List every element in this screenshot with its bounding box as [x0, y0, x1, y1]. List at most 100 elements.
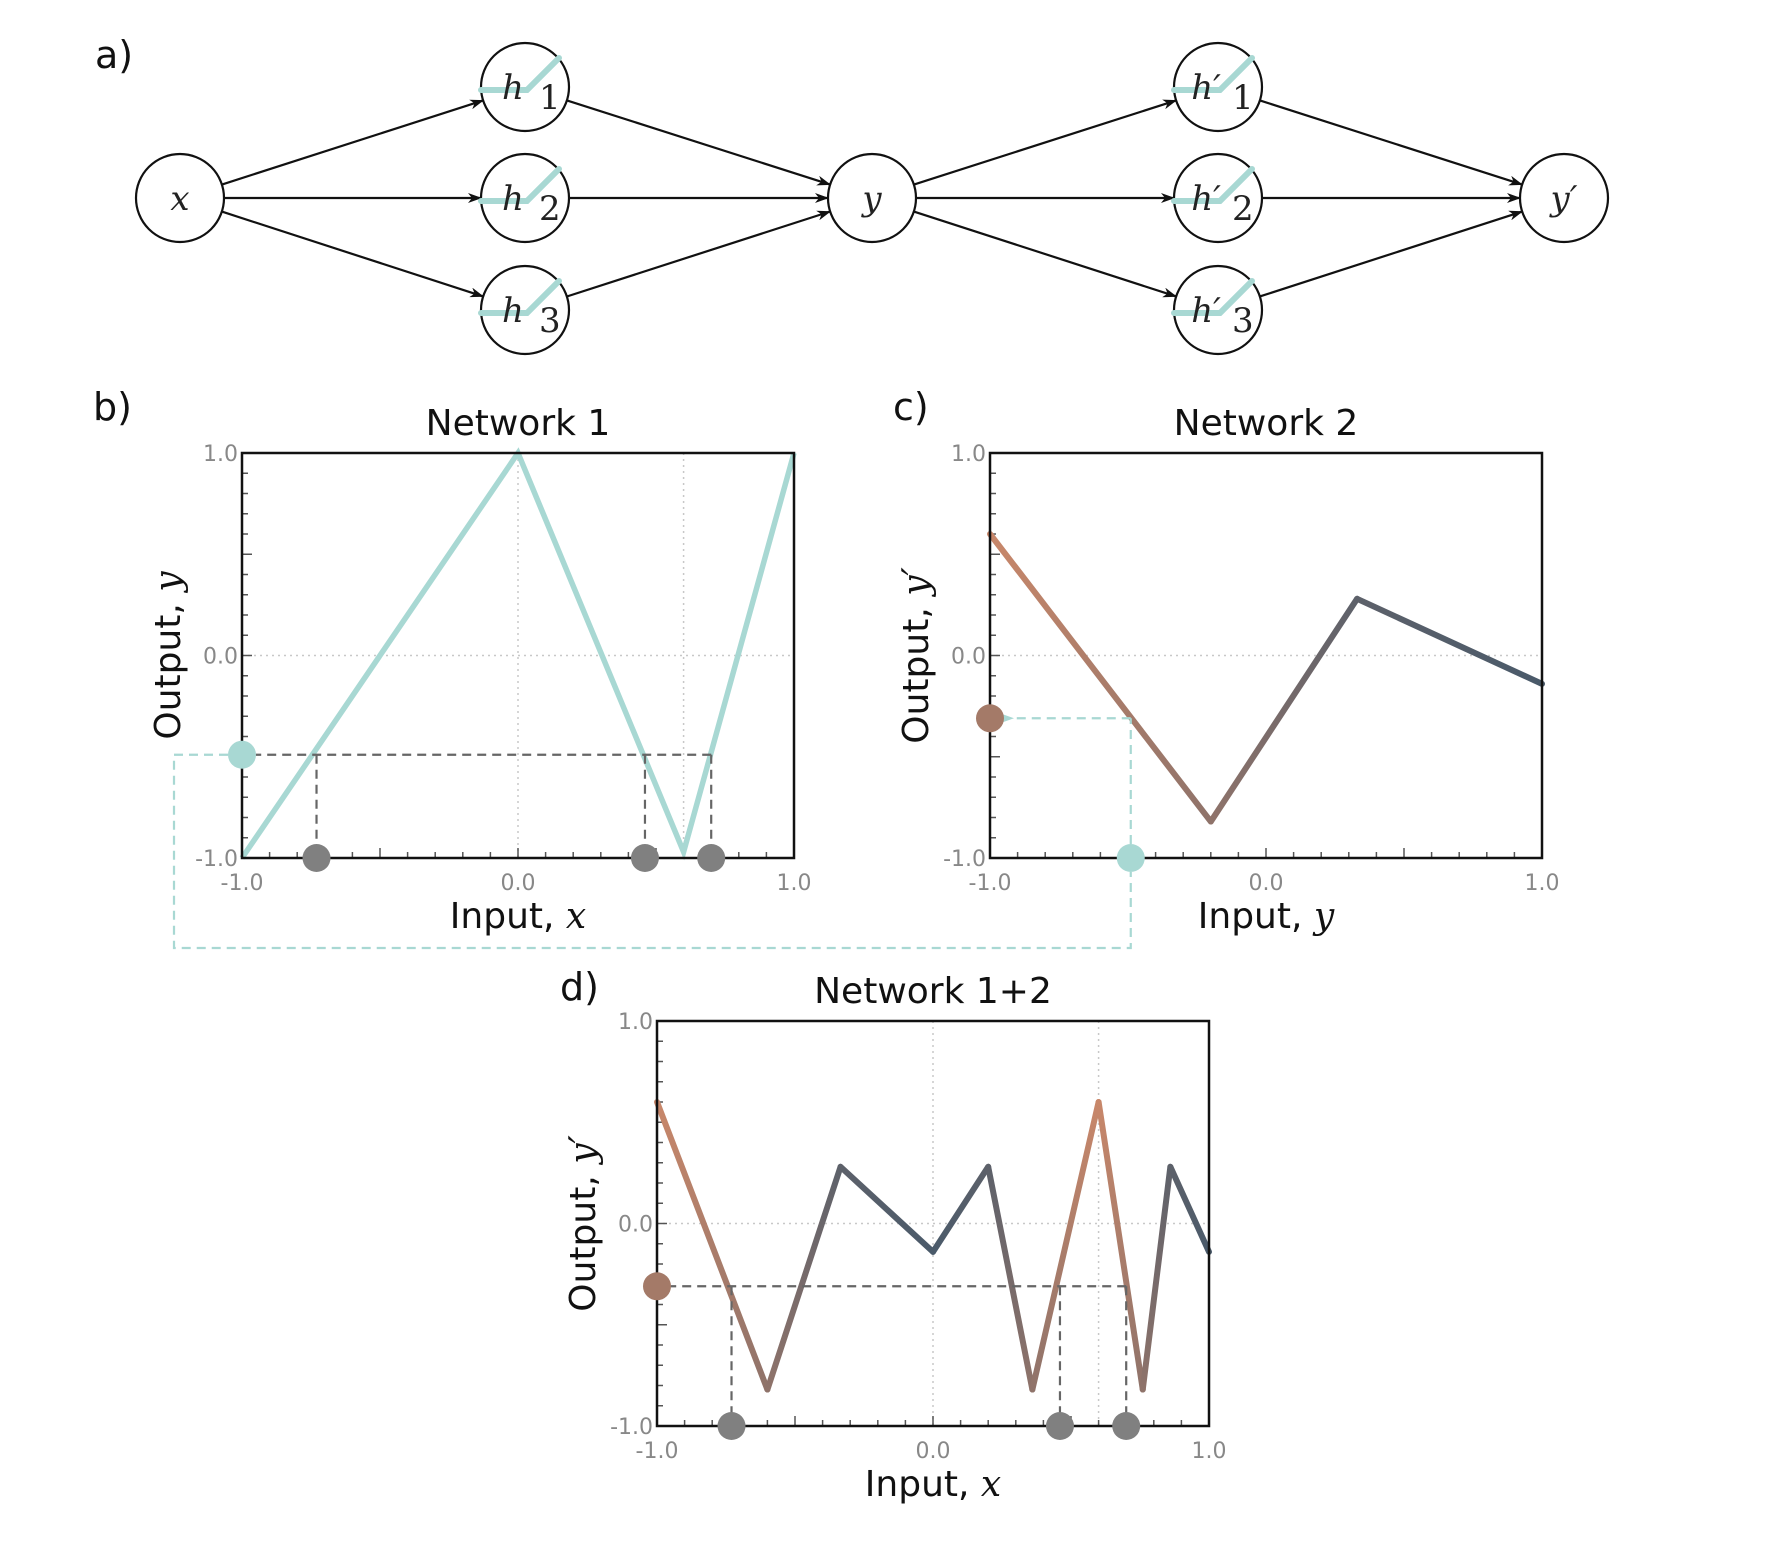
edge-h1p-yp: [1259, 99, 1524, 186]
node-label: h: [502, 291, 524, 331]
node-circle: [826, 152, 918, 244]
level-dot: [643, 1272, 671, 1301]
node-label: h′: [1191, 291, 1221, 331]
y-tick-label: 1.0: [951, 442, 986, 467]
node-h3p: h′ 3: [1171, 264, 1264, 356]
series-segment: [1139, 1163, 1174, 1393]
series-segment: [985, 1163, 1036, 1393]
y-axis-variable: y: [148, 571, 189, 594]
x-axis-variable: x: [566, 896, 586, 937]
y-axis-label: Output, y′: [563, 1135, 604, 1311]
relu-icon: [478, 55, 562, 93]
relu-icon: [478, 278, 562, 316]
node-subscript: 3: [1232, 301, 1254, 341]
x-tick-label: -1.0: [969, 871, 1012, 896]
y-axis-label: Output, y: [148, 571, 189, 740]
node-subscript: 2: [1232, 189, 1254, 229]
node-h2p: h′ 2: [1171, 152, 1264, 244]
edge-x-h3: [221, 210, 485, 298]
node-circle: [1518, 152, 1610, 244]
x-axis-label: Input, y: [1198, 896, 1335, 937]
x-tick-label: 1.0: [1192, 1439, 1227, 1464]
x-axis-label: Input, x: [450, 896, 586, 937]
series-segment: [1354, 595, 1545, 687]
edge-x-h1: [221, 99, 485, 186]
series-segment: [837, 1163, 936, 1255]
preimage-dot: [630, 844, 659, 872]
relu-icon: [1171, 55, 1255, 93]
node-h1p: h′1: [1171, 41, 1264, 133]
x-tick-label: -1.0: [636, 1439, 679, 1464]
x-axis-variable: y: [1312, 896, 1335, 937]
edge-h1-y: [566, 99, 832, 186]
x-tick-label: 0.0: [501, 871, 536, 896]
output-dot: [976, 704, 1004, 733]
chart-title: Network 2: [1174, 403, 1359, 444]
node-subscript: 1: [1232, 78, 1254, 118]
level-dot: [228, 740, 256, 769]
panel-label-c: c): [893, 385, 929, 429]
series-segment: [764, 1163, 844, 1393]
node-subscript: 1: [539, 78, 561, 118]
relu-icon: [478, 166, 562, 204]
panel-label-a: a): [95, 33, 133, 77]
panel-label-d: d): [560, 965, 599, 1009]
connector-line: [172, 753, 1132, 950]
x-tick-label: -1.0: [221, 871, 264, 896]
y-tick-label: -1.0: [943, 847, 986, 872]
node-subscript: 2: [539, 189, 561, 229]
series-segment: [1167, 1163, 1212, 1255]
node-label: y: [860, 179, 882, 219]
chart-title: Network 1+2: [814, 971, 1052, 1012]
y-tick-label: 0.0: [951, 645, 986, 670]
preimage-dot: [717, 1412, 746, 1440]
x-tick-label: 0.0: [1249, 871, 1284, 896]
relu-icon: [1171, 166, 1255, 204]
preimage-dot: [1112, 1412, 1141, 1440]
series-segment: [1029, 1099, 1102, 1393]
input-dot: [1116, 844, 1145, 872]
relu-icon: [1171, 278, 1255, 316]
y-tick-label: 1.0: [618, 1010, 653, 1035]
y-axis-variable: y′: [563, 1135, 604, 1166]
node-x: x: [134, 152, 226, 244]
series-segment: [1207, 595, 1361, 825]
y-tick-label: 1.0: [203, 442, 238, 467]
y-tick-label: 0.0: [203, 645, 238, 670]
edge-y-h1p: [913, 99, 1178, 186]
node-label: y′: [1549, 179, 1578, 219]
node-yp: y′: [1518, 152, 1610, 244]
edge-h3-y: [566, 210, 832, 298]
edge-y-h3p: [913, 210, 1178, 298]
x-tick-label: 1.0: [777, 871, 812, 896]
edge-h3p-yp: [1259, 210, 1524, 298]
panel-label-b: b): [93, 385, 132, 429]
preimage-dot: [1045, 1412, 1074, 1440]
series-segment: [987, 531, 1214, 825]
node-circle: [134, 152, 226, 244]
x-tick-label: 0.0: [916, 1439, 951, 1464]
node-label: h′: [1191, 179, 1221, 219]
chart-title: Network 1: [426, 403, 611, 444]
y-tick-label: 0.0: [618, 1213, 653, 1238]
node-label: h: [502, 68, 524, 108]
series-segment: [1095, 1099, 1146, 1393]
network-edges: [221, 99, 1524, 298]
series-segment: [930, 1163, 992, 1255]
y-axis-variable: y′: [896, 567, 937, 598]
plot-frame: [240, 451, 796, 860]
x-axis-label: Input, x: [865, 1464, 1001, 1505]
series-line: [239, 447, 797, 861]
x-tick-label: 1.0: [1525, 871, 1560, 896]
plot-frame: [988, 451, 1544, 860]
node-label: x: [170, 179, 189, 219]
